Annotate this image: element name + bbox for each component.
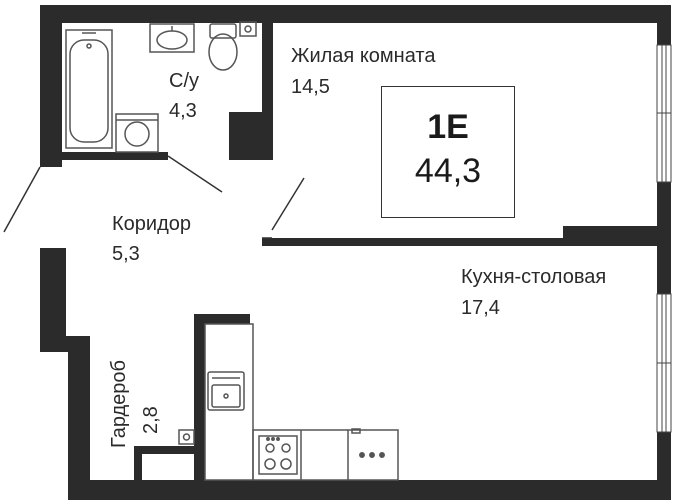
wall-top [40,5,671,23]
wall-wardrobe [194,314,205,484]
bathroom-area: 4,3 [169,100,197,122]
kitchen-sink-icon [207,371,245,411]
wall-bath-niche [229,112,265,160]
wardrobe-area-label: 2,8 [140,406,162,434]
wall-wardrobe-door-post [134,446,142,486]
wall-right [657,5,671,45]
bathtub-icon [65,29,113,149]
wall-living-kitchen [262,238,657,246]
door-entrance [3,166,41,233]
wall-wardrobe-top [194,314,250,324]
windows [656,44,672,433]
stove-icon [258,435,298,475]
corridor-name: Коридор [112,213,191,235]
living-room-name: Жилая комната [291,45,436,67]
riser-icon [239,21,257,37]
washbasin-icon [149,23,195,53]
washing-machine-icon [115,113,159,153]
kitchen-area: 17,4 [461,297,500,319]
apartment-badge: 1E 44,3 [381,86,515,218]
wall-right-mid [657,182,671,294]
kitchen-name: Кухня-столовая [461,266,607,288]
walls [40,5,671,500]
doors [3,155,305,239]
wall-wardrobe-door [134,446,196,454]
wardrobe-riser-icon [178,429,195,445]
living-room-area: 14,5 [291,76,330,98]
apartment-code: 1E [427,108,469,146]
wall-bottom [68,480,671,500]
toilet-icon [208,23,238,71]
wall-bath-living [262,22,273,160]
counter-vertical [204,323,254,481]
wall-left-upper [40,5,62,167]
wardrobe-label: Гардероб [108,360,130,448]
counter-horizontal [252,429,399,481]
kitchen-counters [204,323,399,481]
wardrobe-name: Гардероб [108,360,130,448]
bathroom-name: С/у [169,70,199,92]
door-living [271,177,305,231]
wall-left-lower [40,248,66,350]
apartment-total-area: 44,3 [414,152,482,190]
wardrobe-area: 2,8 [140,406,162,434]
wall-bath-bottom [62,152,168,160]
dishwasher-icon [351,428,385,458]
corridor-area: 5,3 [112,243,140,265]
door-bathroom [167,155,223,193]
wall-partition-end [563,226,657,244]
wall-left-bottom [68,336,90,500]
